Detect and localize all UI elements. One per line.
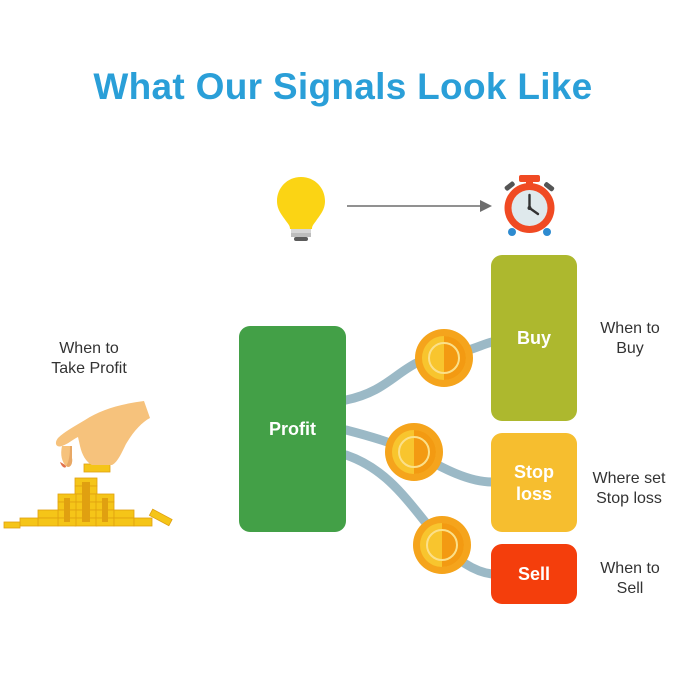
profit-box [239,326,346,532]
take-profit-label: When to Take Profit [51,340,127,377]
coin-icon [413,516,471,574]
hand-with-coin-stacks-icon [3,401,173,529]
buy-box [491,255,577,421]
lightbulb-icon [277,177,325,241]
sell-label: When to Sell [600,560,660,597]
sell-box-label: Sell [517,564,551,584]
sell-box [491,544,577,604]
coin-icon [385,423,443,481]
diagram-title: What Our Signals Look Like [93,66,593,107]
coin-icon [415,329,473,387]
buy-label: When to Buy [600,320,660,357]
profit-box-label: Profit [269,419,316,439]
alarm-clock-icon [504,175,555,236]
buy-box-label: Buy [516,328,551,348]
arrow-right-icon [347,200,492,212]
stop-loss-label: Where set Stop loss [592,470,666,507]
stop-loss-box-label: Stop loss [514,461,554,504]
stop-loss-box [491,433,577,532]
